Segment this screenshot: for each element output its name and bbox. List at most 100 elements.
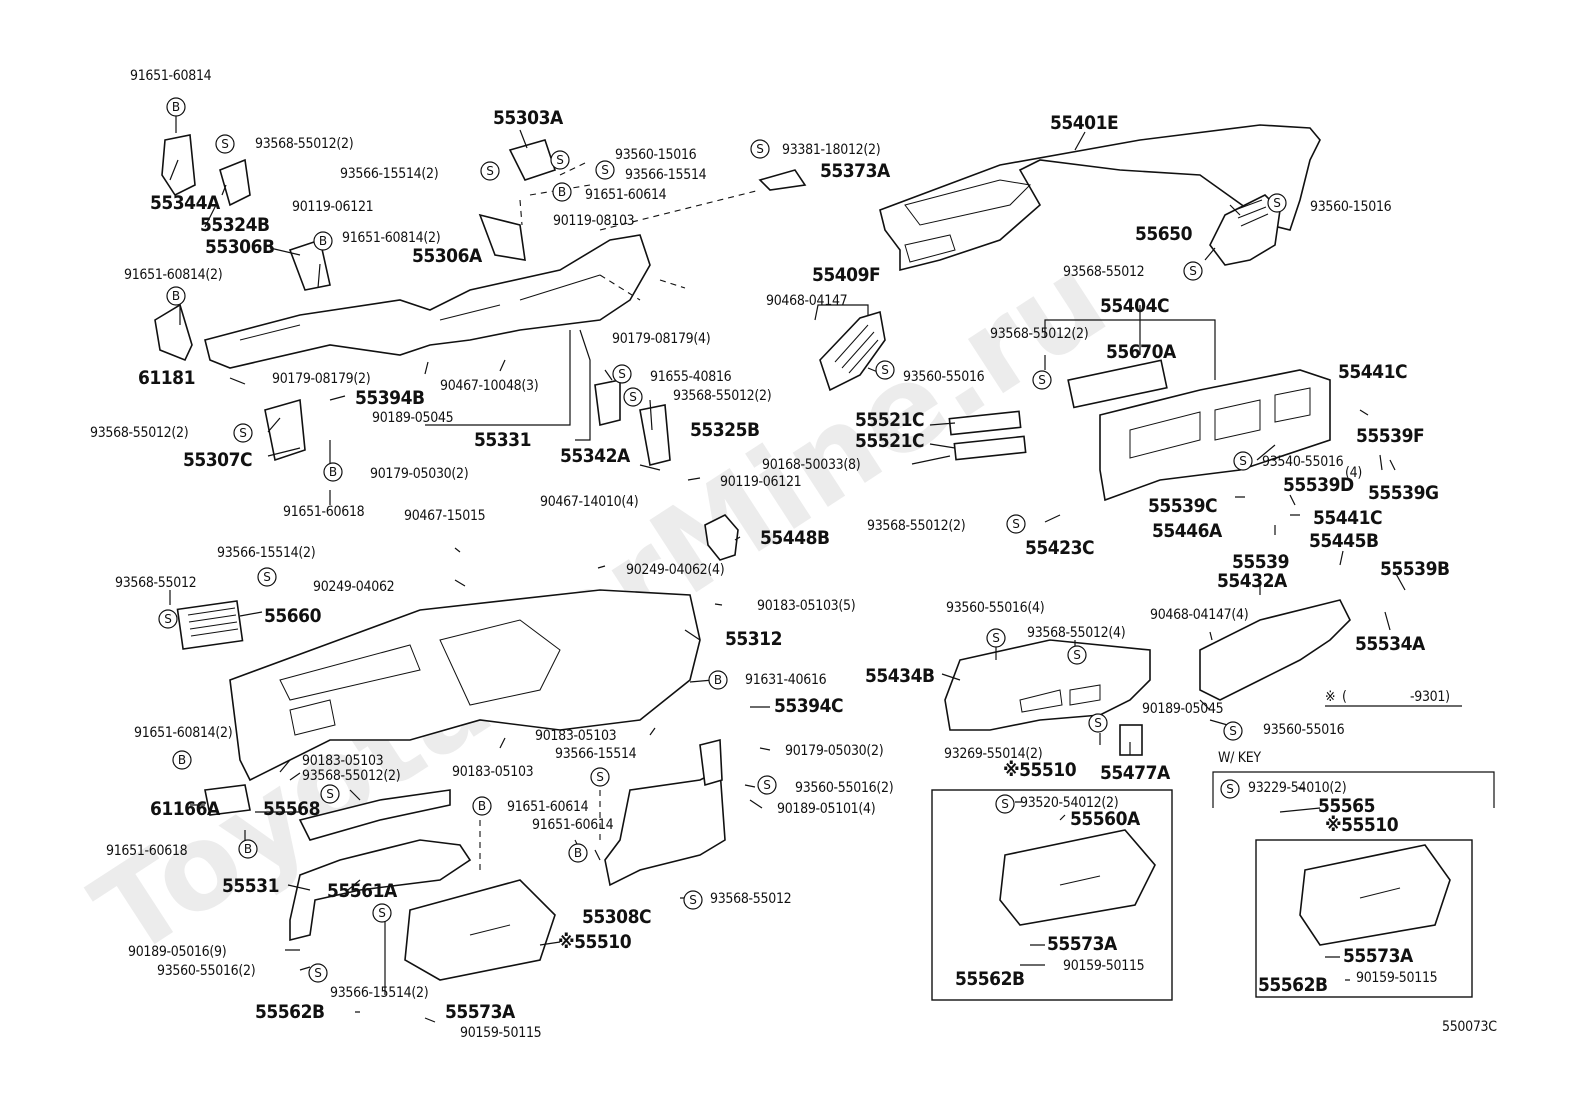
marker-letter: B xyxy=(558,185,566,199)
label-55562B-a: 55562B xyxy=(255,1001,325,1023)
label-55561A: 55561A xyxy=(327,880,398,902)
label-90468-04147-a: 90468-04147 xyxy=(766,293,847,309)
screw-marker-icon: S xyxy=(875,360,895,380)
screw-marker-icon: S xyxy=(1267,193,1287,213)
label-55539D: 55539D xyxy=(1283,474,1354,496)
label-55423C: 55423C xyxy=(1025,537,1094,559)
label-93560-55016-b: 93560-55016 xyxy=(1263,722,1345,738)
marker-letter: S xyxy=(314,966,322,980)
label-90183-05103-c: 90183-05103 xyxy=(302,753,383,769)
label-91651-60814-2-c: 91651-60814(2) xyxy=(134,725,232,741)
label-93566-15514-a: 93566-15514 xyxy=(625,167,707,183)
inset-frame-right xyxy=(1255,839,1473,998)
label-93568-55012-2-f: 93568-55012(2) xyxy=(302,768,400,784)
label-93560-15016-a: 93560-15016 xyxy=(615,147,697,163)
marker-letter: B xyxy=(329,465,337,479)
label-93269-55014-2: 93269-55014(2) xyxy=(944,746,1042,762)
screw-marker-icon: S xyxy=(750,139,770,159)
w-key-note: W/ KEY xyxy=(1218,750,1261,766)
label-91651-60814-top: 91651-60814 xyxy=(130,68,212,84)
marker-letter: S xyxy=(221,137,229,151)
label-90179-08179-2: 90179-08179(2) xyxy=(272,371,370,387)
screw-marker-icon: S xyxy=(320,784,340,804)
marker-letter: S xyxy=(992,631,1000,645)
screw-marker-icon: S xyxy=(1088,713,1108,733)
label-55394B: 55394B xyxy=(355,387,425,409)
marker-letter: S xyxy=(763,778,771,792)
screw-marker-icon: S xyxy=(480,161,500,181)
label-90189-05016-9: 90189-05016(9) xyxy=(128,944,226,960)
label-55660: 55660 xyxy=(264,605,322,627)
label-91651-60614-a: 91651-60614 xyxy=(585,187,667,203)
label-93381-18012-2: 93381-18012(2) xyxy=(782,142,880,158)
bracket-61166A xyxy=(204,784,251,816)
lower-panel-55434B xyxy=(944,639,1151,731)
label-93566-15514-2-a: 93566-15514(2) xyxy=(340,166,438,182)
frame-55531 xyxy=(289,839,472,942)
label-90467-15015: 90467-15015 xyxy=(404,508,485,524)
reinforcement-beam xyxy=(154,134,807,466)
marker-letter: S xyxy=(1226,782,1234,796)
label-90179-05030-2-b: 90179-05030(2) xyxy=(785,743,883,759)
part-55448B xyxy=(704,514,739,561)
label-55394C: 55394C xyxy=(774,695,843,717)
label-55448B: 55448B xyxy=(760,527,830,549)
screw-marker-icon: S xyxy=(683,890,703,910)
label-90468-04147-4: 90468-04147(4) xyxy=(1150,607,1248,623)
label-93560-55016-2-b: 93560-55016(2) xyxy=(157,963,255,979)
label-90119-06121-b: 90119-06121 xyxy=(720,474,801,490)
label-55562B-b: 55562B xyxy=(955,968,1025,990)
label-90249-04062-4: 90249-04062(4) xyxy=(626,562,724,578)
marker-letter: S xyxy=(486,164,494,178)
label-93560-55016-2: 93560-55016(2) xyxy=(795,780,893,796)
glove-box-middle xyxy=(999,829,1156,926)
label-55562B-c: 55562B xyxy=(1258,974,1328,996)
screw-marker-icon: S xyxy=(1032,370,1052,390)
label-55539: 55539 xyxy=(1232,551,1289,573)
label-91651-60614-c: 91651-60614 xyxy=(532,817,614,833)
leader-lines xyxy=(169,100,1406,1023)
marker-letter: S xyxy=(1012,517,1020,531)
label-55409F: 55409F xyxy=(812,264,880,286)
label-90183-05103-a: 90183-05103 xyxy=(535,728,616,744)
label-55573A-a: 55573A xyxy=(445,1001,516,1023)
label-90119-06121-a: 90119-06121 xyxy=(292,199,373,215)
bolt-marker-icon: B xyxy=(313,231,333,251)
label-90119-08103: 90119-08103 xyxy=(553,213,634,229)
screw-marker-icon: S xyxy=(1220,779,1240,799)
label-55324B: 55324B xyxy=(200,214,270,236)
label-55521C-a: 55521C xyxy=(855,409,924,431)
label-55531: 55531 xyxy=(222,875,279,897)
cluster-finisher-55432A xyxy=(1199,599,1351,701)
label-91651-60814-2-b: 91651-60814(2) xyxy=(124,267,222,283)
label-93566-15514-2-b: 93566-15514(2) xyxy=(217,545,315,561)
label-90249-04062: 90249-04062 xyxy=(313,579,394,595)
dash-top-pad xyxy=(879,124,1321,272)
label-55308C: 55308C xyxy=(582,906,651,928)
label-55445B: 55445B xyxy=(1309,530,1379,552)
marker-letter: S xyxy=(1073,648,1081,662)
screw-marker-icon: S xyxy=(308,963,328,983)
label-91655-40816: 91655-40816 xyxy=(650,369,732,385)
screw-marker-icon: S xyxy=(372,903,392,923)
label-93566-15514-2-c: 93566-15514(2) xyxy=(330,985,428,1001)
label-55432A: 55432A xyxy=(1217,570,1288,592)
label-55404C: 55404C xyxy=(1100,295,1169,317)
label-55477A: 55477A xyxy=(1100,762,1171,784)
duct-55650 xyxy=(1209,194,1281,266)
label-90189-05101-4: 90189-05101(4) xyxy=(777,801,875,817)
marker-letter: S xyxy=(326,787,334,801)
screw-marker-icon: S xyxy=(1233,451,1253,471)
label-55670A: 55670A xyxy=(1106,341,1177,363)
label-55534A: 55534A xyxy=(1355,633,1426,655)
bolt-marker-icon: B xyxy=(708,670,728,690)
label-90189-05045-b: 90189-05045 xyxy=(1142,701,1223,717)
bolt-marker-icon: B xyxy=(552,182,572,202)
screw-marker-icon: S xyxy=(215,134,235,154)
label-91651-60614-b: 91651-60614 xyxy=(507,799,589,815)
note-range-value: -9301) xyxy=(1410,689,1450,705)
marker-letter: S xyxy=(1189,264,1197,278)
label-55510-b: ※55510 xyxy=(558,931,632,953)
label-55568: 55568 xyxy=(263,798,320,820)
label-93566-15514-b: 93566-15514 xyxy=(555,746,637,762)
